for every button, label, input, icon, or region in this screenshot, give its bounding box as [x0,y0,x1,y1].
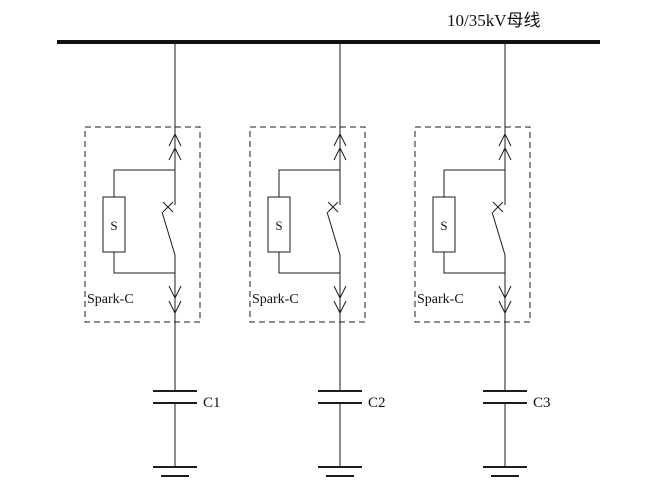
switch-cross-icon [327,201,339,213]
device-label: Spark-C [417,292,464,307]
branch-1: S Spark-C C1 [84,42,221,477]
spark-c-enclosure [414,126,531,323]
s-component-label: S [440,218,447,233]
switch-cross-icon [162,201,174,213]
current-arrow-up-icon [333,132,347,147]
current-arrow-up-icon [168,146,182,161]
parallel-wire-top [113,169,175,197]
parallel-wire-top [278,169,340,197]
capacitor-label: C1 [203,395,221,411]
s-component-label: S [110,218,117,233]
branch-3: S Spark-C C3 [414,42,551,477]
switch-blade [326,211,341,256]
capacitor-label: C2 [368,395,386,411]
parallel-wire-bottom [278,252,340,274]
capacitor-label: C3 [533,395,551,411]
switch-blade [491,211,506,256]
switch-cross-icon [492,201,504,213]
s-component-label: S [275,218,282,233]
parallel-wire-top [443,169,505,197]
spark-c-enclosure [84,126,201,323]
current-arrow-up-icon [498,132,512,147]
bus-label: 10/35kV母线 [447,11,541,30]
current-arrow-up-icon [168,132,182,147]
device-label: Spark-C [252,292,299,307]
parallel-wire-bottom [113,252,175,274]
current-arrow-up-icon [333,146,347,161]
branch-2: S Spark-C C2 [249,42,386,477]
switch-blade [161,211,176,256]
current-arrow-up-icon [498,146,512,161]
device-label: Spark-C [87,292,134,307]
spark-c-enclosure [249,126,366,323]
parallel-wire-bottom [443,252,505,274]
